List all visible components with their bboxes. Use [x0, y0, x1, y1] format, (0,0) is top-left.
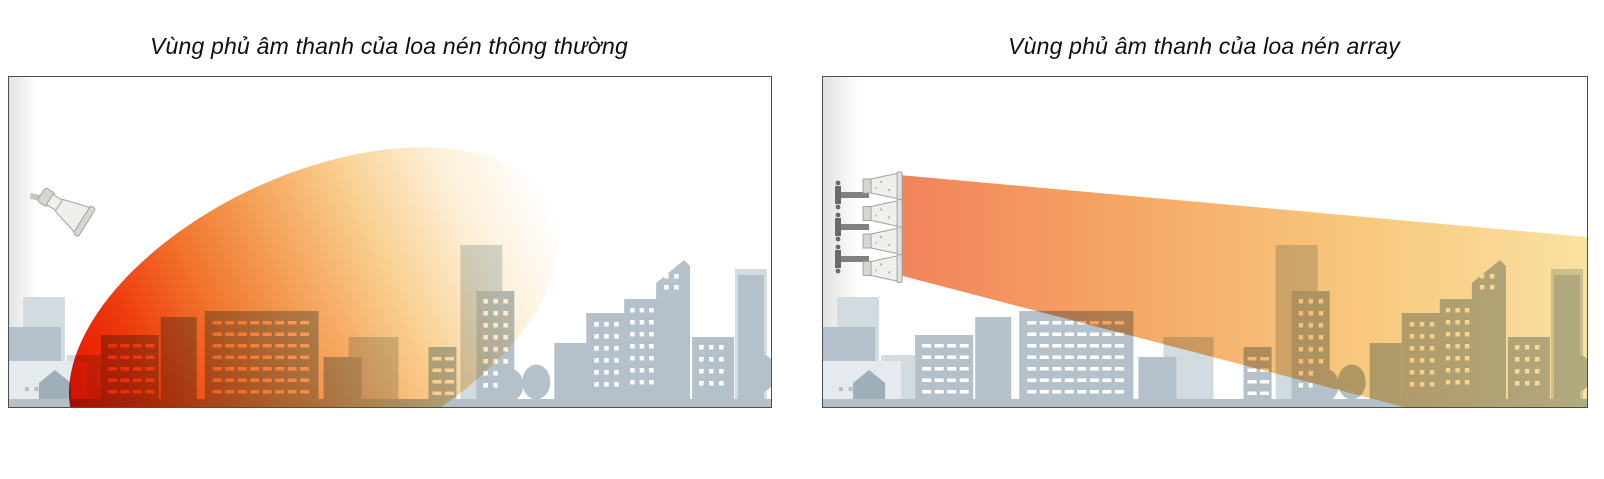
- building: [915, 335, 974, 407]
- horn-speaker-icon: [862, 171, 903, 201]
- speaker-bracket: [835, 244, 870, 274]
- panel-array-speaker: [822, 76, 1588, 408]
- horn-array-icon: [835, 171, 903, 283]
- speaker-bracket: [835, 180, 870, 210]
- house: [38, 370, 71, 407]
- building: [554, 343, 587, 407]
- building: [1138, 357, 1177, 407]
- title-conventional-speaker-coverage: Vùng phủ âm thanh của loa nén thông thườ…: [149, 32, 629, 59]
- horn-speaker-icon: [862, 199, 903, 228]
- building: [586, 313, 627, 407]
- speaker-bracket: [835, 212, 870, 242]
- horn-speaker-icon: [29, 188, 96, 237]
- building: [975, 317, 1012, 407]
- illustration-array-coverage: [823, 77, 1587, 407]
- house: [853, 370, 886, 407]
- tree-icon: [746, 354, 771, 407]
- ground: [823, 399, 1587, 407]
- coverage-beam: [899, 175, 1587, 407]
- horn-speaker-icon: [862, 254, 903, 283]
- slant-roof-tower: [656, 260, 691, 407]
- illustration-conventional-coverage: [9, 77, 771, 407]
- panel-conventional-speaker: [8, 76, 772, 408]
- tree-icon: [522, 364, 551, 407]
- building: [624, 299, 661, 407]
- tree-icon: [497, 368, 524, 407]
- coverage-blob: [69, 147, 559, 407]
- horn-speaker-icon: [862, 226, 903, 256]
- building: [692, 337, 735, 407]
- title-array-speaker-coverage: Vùng phủ âm thanh của loa nén array: [1008, 32, 1400, 59]
